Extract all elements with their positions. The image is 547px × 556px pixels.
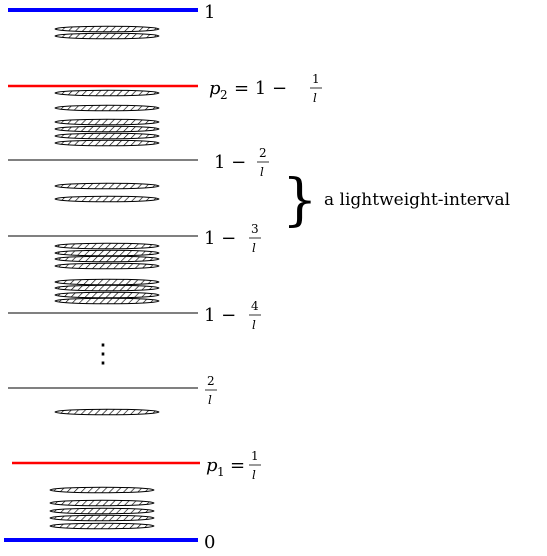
label-line-low: 2 l	[205, 374, 217, 407]
svg-text:2: 2	[220, 88, 228, 102]
item-ellipse	[54, 25, 160, 33]
item-ellipse	[54, 284, 160, 292]
label-top: 1	[204, 2, 215, 23]
svg-text:1: 1	[312, 72, 320, 86]
label-line-4: 1 − 4 l	[204, 299, 261, 332]
svg-text:1 −: 1 −	[214, 152, 246, 173]
svg-text:l: l	[208, 393, 212, 407]
items-group-bottom	[49, 486, 155, 530]
item-ellipse	[54, 104, 160, 112]
svg-text:l: l	[260, 165, 264, 179]
svg-text:4: 4	[251, 299, 259, 313]
item-ellipse	[54, 242, 160, 250]
item-ellipse	[54, 262, 160, 270]
svg-text:= 1 −: = 1 −	[234, 78, 287, 99]
label-p1: p 1 = 1 l	[206, 449, 261, 482]
item-ellipse	[54, 118, 160, 126]
item-ellipse	[54, 249, 160, 257]
interval-brace: }	[282, 168, 318, 233]
item-ellipse	[49, 486, 155, 494]
svg-text:2: 2	[207, 374, 215, 388]
items-group-3	[54, 242, 160, 305]
item-ellipse	[54, 182, 160, 190]
label-bottom: 0	[204, 532, 215, 553]
items-group-top	[54, 25, 160, 40]
svg-text:l: l	[252, 318, 256, 332]
item-ellipse	[54, 132, 160, 140]
svg-text:l: l	[313, 91, 317, 105]
items-group-lightweight	[54, 182, 160, 203]
item-ellipse	[54, 89, 160, 97]
svg-text:2: 2	[259, 146, 267, 160]
svg-text:l: l	[252, 241, 256, 255]
item-ellipse	[54, 297, 160, 305]
vdots: ⋮	[90, 339, 116, 369]
svg-text:1 −: 1 −	[204, 305, 236, 326]
svg-text:p: p	[209, 78, 221, 99]
interval-label: a lightweight-interval	[324, 190, 510, 210]
item-ellipse	[49, 499, 155, 507]
svg-text:1 −: 1 −	[204, 228, 236, 249]
svg-text:3: 3	[251, 222, 259, 236]
svg-text:p: p	[206, 455, 218, 476]
item-ellipse	[54, 278, 160, 286]
svg-text:1: 1	[217, 465, 225, 479]
svg-text:l: l	[252, 468, 256, 482]
item-ellipse	[54, 139, 160, 147]
item-ellipse	[49, 507, 155, 515]
item-ellipse	[54, 32, 160, 40]
label-line-3: 1 − 3 l	[204, 222, 261, 255]
items-group-low	[54, 408, 160, 416]
item-ellipse	[54, 255, 160, 263]
label-p2: p 2 = 1 − 1 l	[209, 72, 322, 105]
svg-text:=: =	[230, 455, 245, 476]
item-ellipse	[54, 125, 160, 133]
item-ellipse	[54, 195, 160, 203]
item-ellipse	[49, 514, 155, 522]
item-ellipse	[49, 522, 155, 530]
label-line-2: 1 − 2 l	[214, 146, 269, 179]
items-group-p2	[54, 89, 160, 147]
svg-text:1: 1	[251, 449, 259, 463]
item-ellipse	[54, 408, 160, 416]
item-ellipse	[54, 291, 160, 299]
